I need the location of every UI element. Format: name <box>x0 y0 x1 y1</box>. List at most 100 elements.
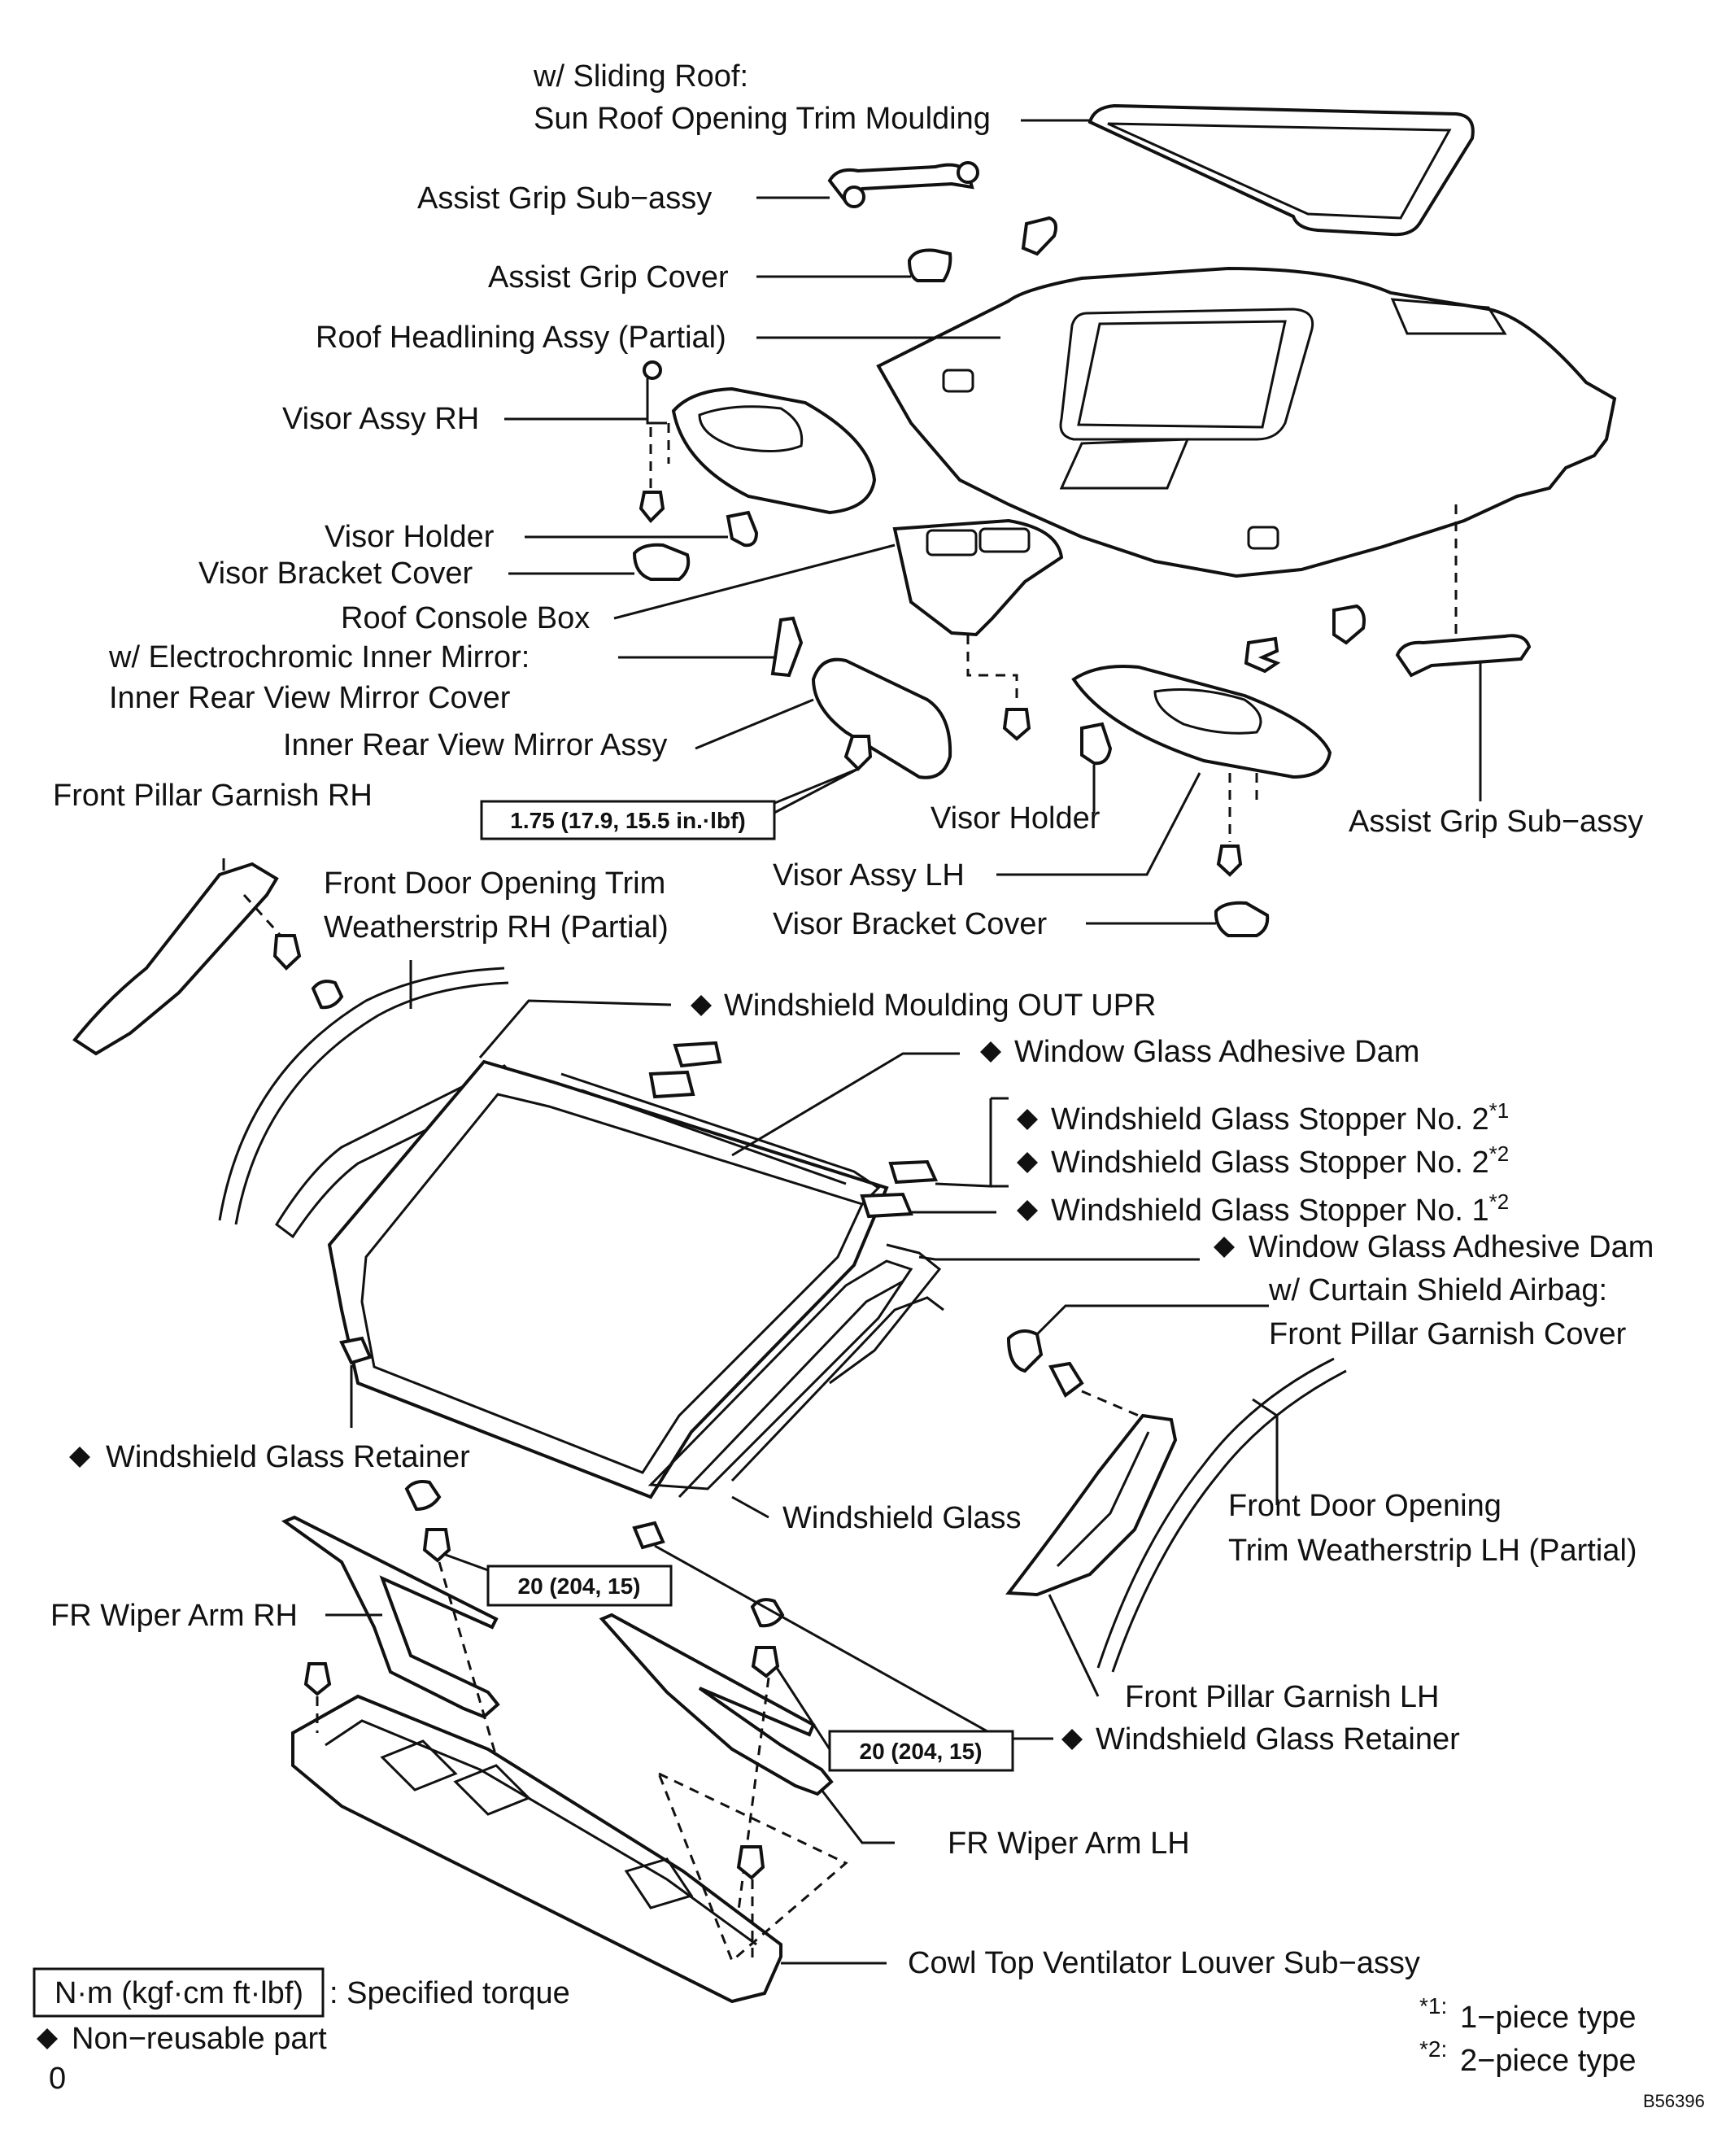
footnote-2-text: 2−piece type <box>1460 2044 1637 2078</box>
nonreusable-mark-stopper-2-2 <box>1017 1152 1038 1173</box>
label-roof-headlining: Roof Headlining Assy (Partial) <box>316 321 726 355</box>
stopper-top-part <box>673 1041 722 1068</box>
footnote-2-mark: *2: <box>1419 2036 1447 2062</box>
nonreusable-mark-moulding <box>691 995 712 1016</box>
footnote-1-text: 1−piece type <box>1460 2001 1637 2035</box>
windshield-assembly-part <box>275 1059 944 1499</box>
legend-nonreusable-text: Non−reusable part <box>72 2022 327 2056</box>
label-visor-bracket-cover-lh: Visor Bracket Cover <box>773 907 1048 941</box>
legend-torque-unit: N·m (kgf·cm ft·lbf) <box>54 1976 303 2010</box>
footnote-1-mark: *1: <box>1419 1993 1447 2019</box>
label-pillar-garnish-cover: Front Pillar Garnish Cover <box>1269 1317 1627 1351</box>
label-stopper-2-2-text: Windshield Glass Stopper No. 2 <box>1051 1146 1489 1180</box>
label-front-pillar-garnish-lh: Front Pillar Garnish LH <box>1125 1680 1439 1714</box>
visor-holder-rh-part <box>726 510 759 548</box>
torque-box-wiper-lh: 20 (204, 15) <box>828 1730 1014 1772</box>
legend-nonreusable-mark <box>37 2028 58 2049</box>
label-stopper-2-2: Windshield Glass Stopper No. 2*2 <box>1051 1141 1509 1180</box>
label-sliding-roof-note: w/ Sliding Roof: <box>533 59 748 94</box>
assist-grip-cover-small-part <box>1021 216 1057 256</box>
legend-stray-mark: 0 <box>49 2062 66 2096</box>
assist-grip-rh-part <box>827 161 979 208</box>
wiper-arm-rh-part <box>281 1480 538 1896</box>
roof-console-box-part <box>892 518 1064 741</box>
label-stopper-2-1-text: Windshield Glass Stopper No. 2 <box>1051 1102 1489 1137</box>
figure-id: B56396 <box>1643 2091 1705 2111</box>
label-stopper-1-2-text: Windshield Glass Stopper No. 1 <box>1051 1194 1489 1228</box>
label-stopper-1-2-sup: *2 <box>1489 1189 1510 1214</box>
visor-bracket-cover-rh-part <box>632 543 691 581</box>
label-curtain-airbag-note: w/ Curtain Shield Airbag: <box>1268 1273 1607 1307</box>
label-glass-retainer-right: Windshield Glass Retainer <box>1096 1722 1460 1757</box>
door-weatherstrip-lh-part <box>1096 1357 1347 1673</box>
torque-mirror-value: 1.75 (17.9, 15.5 in.·lbf) <box>510 808 745 833</box>
label-stopper-2-1-sup: *1 <box>1489 1098 1510 1123</box>
sun-roof-trim-moulding-part <box>1087 103 1475 237</box>
label-assist-grip-cover: Assist Grip Cover <box>488 260 729 295</box>
label-door-weatherstrip-lh-2: Trim Weatherstrip LH (Partial) <box>1228 1534 1637 1568</box>
assist-grip-cover-lh-part <box>1332 604 1366 645</box>
label-roof-console-box: Roof Console Box <box>341 601 590 635</box>
assist-grip-lh-part <box>1395 504 1532 678</box>
label-door-weatherstrip-lh-1: Front Door Opening <box>1228 1489 1502 1523</box>
label-assist-grip-lh: Assist Grip Sub−assy <box>1349 805 1643 839</box>
label-cowl-louver: Cowl Top Ventilator Louver Sub−assy <box>908 1946 1420 1980</box>
label-adhesive-dam-upper: Window Glass Adhesive Dam <box>1014 1035 1419 1069</box>
cowl-louver-part <box>291 1662 848 2004</box>
nonreusable-mark-retainer-right <box>1061 1729 1083 1750</box>
label-wiper-arm-lh: FR Wiper Arm LH <box>948 1826 1190 1861</box>
label-mirror-cover: Inner Rear View Mirror Cover <box>109 681 511 715</box>
stopper-1-part <box>860 1192 913 1219</box>
front-pillar-garnish-rh-part <box>72 862 344 1056</box>
adhesive-dam-lower-part <box>829 1243 942 1385</box>
pillar-garnish-cover-part <box>1006 1329 1140 1417</box>
nonreusable-mark-dam-upper <box>980 1041 1001 1063</box>
assist-grip-cover-part <box>907 248 952 282</box>
label-stopper-2-1: Windshield Glass Stopper No. 2*1 <box>1051 1098 1509 1137</box>
nonreusable-mark-stopper-2-1 <box>1017 1109 1038 1130</box>
label-wiper-arm-rh: FR Wiper Arm RH <box>50 1599 298 1633</box>
front-pillar-garnish-lh-part <box>1005 1413 1178 1597</box>
visor-holder-lh-part <box>1080 722 1113 766</box>
visor-lh-part <box>1071 665 1332 877</box>
label-electrochromic-note: w/ Electrochromic Inner Mirror: <box>108 640 530 674</box>
torque-wiper-lh-value: 20 (204, 15) <box>860 1739 983 1764</box>
visor-rh-part <box>639 360 877 523</box>
label-stopper-2-2-sup: *2 <box>1489 1141 1510 1166</box>
label-visor-holder-lh: Visor Holder <box>931 801 1101 836</box>
stopper-mid-part <box>648 1070 695 1099</box>
nonreusable-mark-retainer-left <box>69 1447 90 1468</box>
footnotes: *1: 1−piece type *2: 2−piece type <box>1419 1993 1637 2078</box>
label-sun-roof-trim: Sun Roof Opening Trim Moulding <box>534 102 991 136</box>
glass-retainer-left-part <box>339 1336 373 1365</box>
label-assist-grip-rh: Assist Grip Sub−assy <box>417 181 712 216</box>
label-visor-bracket-cover-rh: Visor Bracket Cover <box>198 556 473 591</box>
nonreusable-mark-dam-lower <box>1214 1237 1235 1258</box>
label-stopper-1-2: Windshield Glass Stopper No. 1*2 <box>1051 1189 1509 1228</box>
visor-bracket-cover-lh-part <box>1214 901 1270 937</box>
label-mirror-assy: Inner Rear View Mirror Assy <box>283 728 667 762</box>
mirror-cover-part <box>770 616 804 678</box>
label-windshield-moulding: Windshield Moulding OUT UPR <box>724 989 1157 1023</box>
label-visor-holder-rh: Visor Holder <box>325 520 495 554</box>
stopper-2-part <box>888 1159 939 1185</box>
label-glass-retainer-left: Windshield Glass Retainer <box>106 1440 470 1474</box>
torque-box-wiper-rh: 20 (204, 15) <box>486 1565 673 1607</box>
glass-retainer-right-part <box>632 1521 665 1550</box>
label-front-pillar-garnish-rh: Front Pillar Garnish RH <box>53 779 373 813</box>
torque-wiper-rh-value: 20 (204, 15) <box>518 1573 641 1599</box>
label-windshield-glass: Windshield Glass <box>782 1501 1022 1535</box>
label-door-weatherstrip-rh-1: Front Door Opening Trim <box>324 866 665 901</box>
nonreusable-mark-stopper-1-2 <box>1017 1200 1038 1221</box>
label-adhesive-dam-lower: Window Glass Adhesive Dam <box>1249 1230 1654 1264</box>
wiper-arm-lh-part <box>599 1598 834 1962</box>
torque-box-mirror: 1.75 (17.9, 15.5 in.·lbf) <box>480 800 776 840</box>
label-visor-lh: Visor Assy LH <box>773 858 965 893</box>
legend-torque-text: : Specified torque <box>329 1976 570 2010</box>
label-visor-rh: Visor Assy RH <box>282 402 479 436</box>
leader-lines <box>222 119 1482 1965</box>
pillar-clip-part <box>1244 636 1281 674</box>
door-weatherstrip-rh-part <box>218 967 509 1225</box>
legend: N·m (kgf·cm ft·lbf) : Specified torque N… <box>33 1967 570 2096</box>
